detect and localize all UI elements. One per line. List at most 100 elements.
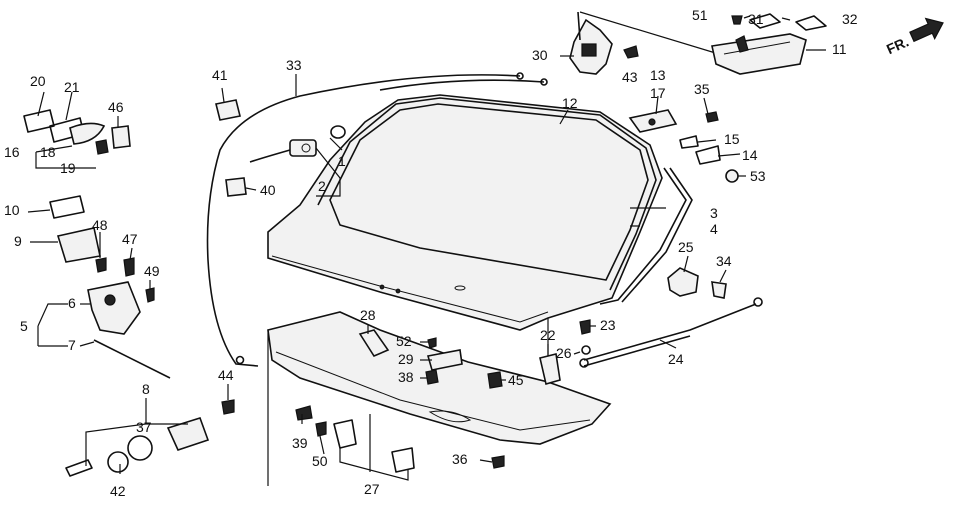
callout-46: 46 bbox=[108, 99, 124, 115]
callout-27: 27 bbox=[364, 481, 380, 497]
release-cable bbox=[206, 74, 521, 367]
hinge-cover bbox=[711, 33, 807, 75]
shim-15 bbox=[679, 135, 699, 149]
bolt-47 bbox=[123, 257, 135, 277]
callout-43: 43 bbox=[622, 69, 638, 85]
callout-39: 39 bbox=[292, 435, 308, 451]
bolt-23 bbox=[579, 319, 591, 335]
callout-6: 6 bbox=[68, 295, 76, 311]
bracket-27b bbox=[391, 447, 415, 473]
clip-40 bbox=[225, 177, 247, 197]
callout-29: 29 bbox=[398, 351, 414, 367]
callout-49: 49 bbox=[144, 263, 160, 279]
cover-10 bbox=[49, 195, 85, 219]
bolt-43 bbox=[623, 45, 639, 59]
callout-45: 45 bbox=[508, 372, 524, 388]
callout-34: 34 bbox=[716, 253, 732, 269]
callout-1: 1 bbox=[338, 153, 346, 169]
screw-50 bbox=[315, 421, 327, 437]
callout-31: 31 bbox=[748, 11, 764, 27]
callout-17: 17 bbox=[650, 85, 666, 101]
callout-22: 22 bbox=[540, 327, 556, 343]
callout-51: 51 bbox=[692, 7, 708, 23]
callout-30: 30 bbox=[532, 47, 548, 63]
screw-52 bbox=[427, 337, 437, 349]
grommet-41 bbox=[215, 99, 241, 121]
callout-25: 25 bbox=[678, 239, 694, 255]
callout-10: 10 bbox=[4, 202, 20, 218]
bolt-35 bbox=[705, 111, 719, 123]
callout-50: 50 bbox=[312, 453, 328, 469]
screw-51 bbox=[731, 15, 743, 25]
gasket-20 bbox=[23, 109, 55, 133]
callout-9: 9 bbox=[14, 233, 22, 249]
striker-17 bbox=[628, 109, 678, 133]
washer-26 bbox=[581, 345, 591, 355]
callout-48: 48 bbox=[92, 217, 108, 233]
callout-13: 13 bbox=[650, 67, 666, 83]
clip-39 bbox=[295, 405, 313, 421]
clip-38 bbox=[425, 369, 439, 385]
latch-assembly bbox=[569, 11, 613, 75]
callout-14: 14 bbox=[742, 147, 758, 163]
weatherstrip bbox=[599, 167, 693, 305]
callout-32: 32 bbox=[842, 11, 858, 27]
callout-38: 38 bbox=[398, 369, 414, 385]
bumper-25 bbox=[667, 267, 699, 297]
callout-44: 44 bbox=[218, 367, 234, 383]
leader-lines bbox=[27, 15, 826, 481]
callout-3: 3 bbox=[710, 205, 718, 221]
clip-29 bbox=[426, 349, 463, 371]
callout-35: 35 bbox=[694, 81, 710, 97]
bracket-28 bbox=[358, 329, 390, 358]
callout-23: 23 bbox=[600, 317, 616, 333]
forward-arrow-icon bbox=[909, 17, 944, 43]
bolt-48 bbox=[95, 257, 107, 273]
clip-31 bbox=[749, 13, 781, 29]
callout-37: 37 bbox=[136, 419, 152, 435]
callout-19: 19 bbox=[60, 160, 76, 176]
callout-7: 7 bbox=[68, 337, 76, 353]
tailgate-panel bbox=[267, 94, 663, 331]
callout-53: 53 bbox=[750, 168, 766, 184]
front-direction-marker: FR. bbox=[884, 17, 944, 57]
clip-36 bbox=[491, 455, 505, 469]
callout-4: 4 bbox=[710, 221, 718, 237]
callout-52: 52 bbox=[396, 333, 412, 349]
callout-15: 15 bbox=[724, 131, 740, 147]
rod-7 bbox=[93, 339, 171, 379]
callout-18: 18 bbox=[40, 144, 56, 160]
callout-40: 40 bbox=[260, 182, 276, 198]
ball-stud-34 bbox=[711, 281, 727, 299]
bolt-44 bbox=[221, 399, 235, 415]
plate-14 bbox=[695, 145, 721, 165]
callout-12: 12 bbox=[562, 95, 578, 111]
callout-26: 26 bbox=[556, 345, 572, 361]
switch-46 bbox=[111, 125, 131, 149]
cylinder-assembly bbox=[249, 125, 346, 163]
callout-2: 2 bbox=[318, 178, 326, 194]
callout-47: 47 bbox=[122, 231, 138, 247]
callout-16: 16 bbox=[4, 144, 20, 160]
handle-18 bbox=[69, 122, 106, 145]
callout-labels: 1 2 3 4 5 6 7 8 9 10 11 12 13 14 15 16 1… bbox=[4, 7, 858, 499]
rear-spoiler bbox=[267, 311, 612, 445]
front-label: FR. bbox=[884, 33, 911, 57]
callout-5: 5 bbox=[20, 318, 28, 334]
callout-21: 21 bbox=[64, 79, 80, 95]
bolt-45 bbox=[487, 371, 503, 389]
callout-33: 33 bbox=[286, 57, 302, 73]
callout-41: 41 bbox=[212, 67, 228, 83]
lock-cylinder bbox=[65, 417, 210, 477]
callout-11: 11 bbox=[832, 41, 847, 57]
latch-6 bbox=[87, 281, 141, 335]
callout-8: 8 bbox=[142, 381, 150, 397]
clip-32 bbox=[795, 15, 827, 31]
callout-24: 24 bbox=[668, 351, 684, 367]
callout-36: 36 bbox=[452, 451, 468, 467]
bracket-27a bbox=[333, 419, 357, 449]
callout-28: 28 bbox=[360, 307, 376, 323]
stopper-22 bbox=[539, 353, 561, 386]
bracket-9 bbox=[56, 227, 101, 263]
